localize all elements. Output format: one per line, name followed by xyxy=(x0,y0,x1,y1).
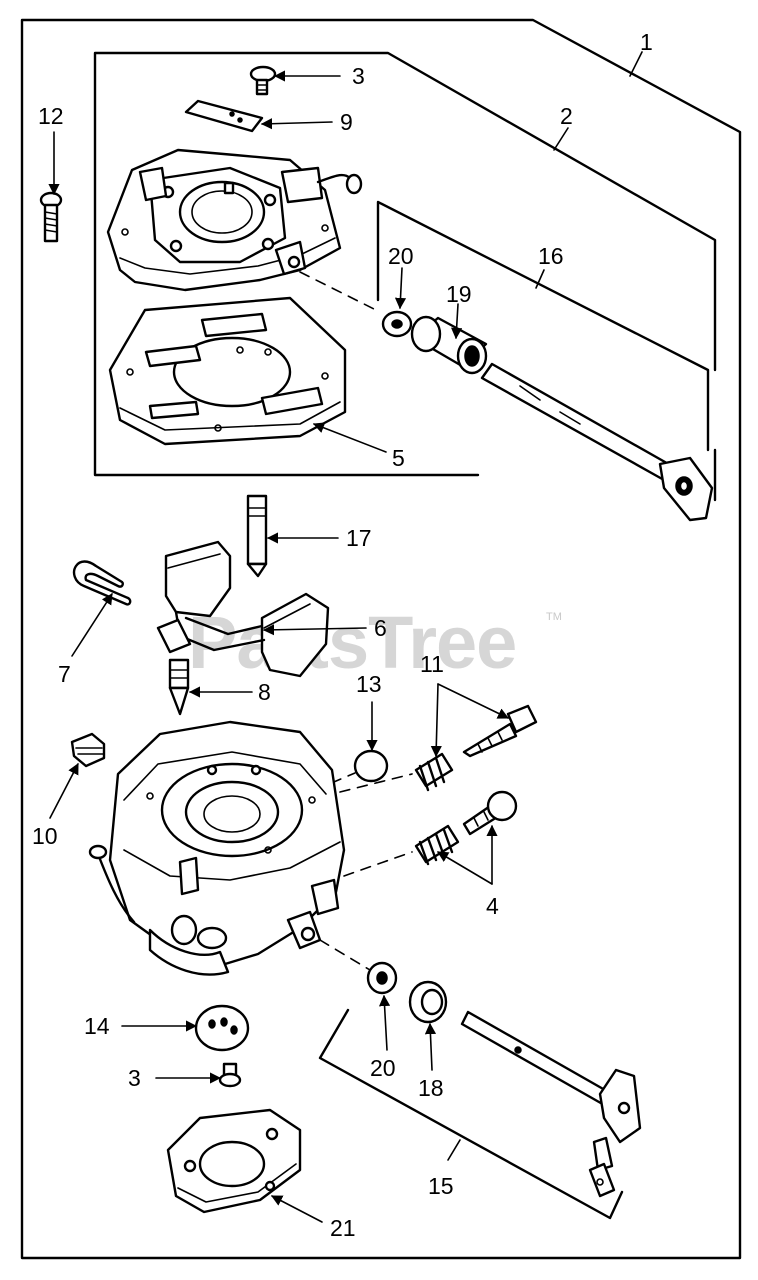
seal-18 xyxy=(408,980,448,1024)
callout-17: 17 xyxy=(346,525,372,551)
leader-9 xyxy=(260,118,333,130)
leader-11-b xyxy=(437,683,510,719)
shaft-group-bracket xyxy=(376,200,710,452)
leader-1 xyxy=(629,51,643,77)
callout-1: 1 xyxy=(640,29,653,55)
callout-2: 2 xyxy=(560,103,573,129)
callout-21: 21 xyxy=(330,1215,356,1241)
leader-20-top xyxy=(394,267,407,310)
leader-5 xyxy=(312,422,387,453)
assembly-axis-spring-4 xyxy=(343,851,413,877)
callout-7: 7 xyxy=(58,661,71,687)
assembly-axis-top xyxy=(299,271,381,313)
throttle-shaft-15 xyxy=(460,1010,642,1198)
spring-11 xyxy=(414,752,454,792)
float-6 xyxy=(156,540,330,678)
gasket-5 xyxy=(108,296,347,446)
watermark: PartsTree xyxy=(188,601,516,684)
callout-18: 18 xyxy=(418,1075,444,1101)
needle-valve-8 xyxy=(168,658,190,716)
subassembly-frame-outline xyxy=(93,51,717,502)
assembly-frame-outline xyxy=(20,18,742,1260)
fitting-10 xyxy=(70,732,106,768)
idle-screw-4 xyxy=(462,790,518,836)
leader-4-a xyxy=(437,851,493,885)
callout-19: 19 xyxy=(446,281,472,307)
callout-10: 10 xyxy=(32,823,58,849)
callout-9: 9 xyxy=(340,109,353,135)
carburetor-upper-body xyxy=(106,148,363,292)
leader-16 xyxy=(535,269,545,289)
gasket-21 xyxy=(166,1108,302,1214)
spring-4 xyxy=(414,824,460,866)
callout-12: 12 xyxy=(38,103,64,129)
callout-3-bottom: 3 xyxy=(128,1065,141,1091)
carburetor-lower-body xyxy=(88,720,346,976)
callout-8: 8 xyxy=(258,679,271,705)
callout-20-top: 20 xyxy=(388,243,414,269)
plug-13 xyxy=(353,749,389,783)
plate-9 xyxy=(184,99,264,133)
throttle-shaft-16 xyxy=(480,362,714,522)
float-pin-17 xyxy=(246,494,268,578)
leader-11-a xyxy=(430,683,442,758)
mixture-screw-11 xyxy=(462,704,538,758)
leader-10 xyxy=(49,763,79,819)
assembly-axis-bottom xyxy=(319,939,371,971)
leader-2 xyxy=(553,127,569,151)
screw-3-bottom xyxy=(218,1062,242,1088)
shaft-group-bracket-bottom xyxy=(318,1008,624,1220)
callout-3-top: 3 xyxy=(352,63,365,89)
callout-4: 4 xyxy=(486,893,499,919)
callout-6: 6 xyxy=(374,615,387,641)
leader-18 xyxy=(424,1022,437,1071)
screw-3-top xyxy=(249,65,277,96)
leader-15 xyxy=(447,1139,461,1161)
leader-21 xyxy=(271,1195,323,1223)
washer-20-bottom xyxy=(366,961,398,995)
assembly-axis-spring-11 xyxy=(339,773,413,793)
callout-15: 15 xyxy=(428,1173,454,1199)
washer-20-top xyxy=(381,310,413,338)
callout-13: 13 xyxy=(356,671,382,697)
callout-14: 14 xyxy=(84,1013,110,1039)
watermark-trademark: TM xyxy=(546,611,562,623)
callout-16: 16 xyxy=(538,243,564,269)
plate-14 xyxy=(194,1004,250,1052)
callout-20-bottom: 20 xyxy=(370,1055,396,1081)
screw-12 xyxy=(39,191,63,243)
callout-5: 5 xyxy=(392,445,405,471)
leader-20-bottom xyxy=(378,994,391,1051)
clip-7 xyxy=(72,560,132,606)
bushing-19 xyxy=(410,315,488,375)
callout-11: 11 xyxy=(420,651,444,677)
leader-6 xyxy=(262,624,367,636)
leader-19 xyxy=(451,303,463,340)
leader-7 xyxy=(71,593,113,657)
